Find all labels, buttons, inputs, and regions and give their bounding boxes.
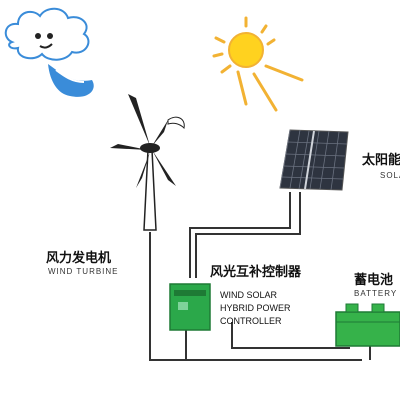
solar-panel-icon	[279, 129, 349, 191]
solar-label-zh: 太阳能	[361, 152, 400, 168]
battery-icon	[335, 303, 400, 347]
wind-turbine-label-zh: 风力发电机	[46, 250, 111, 266]
battery-label-en: BATTERY	[354, 289, 397, 298]
sun-icon	[212, 16, 304, 112]
controller-label-en-line3: CONTROLLER	[220, 316, 282, 326]
controller-label-en-line2: HYBRID POWER	[220, 303, 291, 313]
controller-box-icon	[169, 283, 211, 331]
wind-turbine-label-en: WIND TURBINE	[48, 267, 119, 276]
solar-label-en: SOLAR	[380, 171, 400, 180]
controller-label-en-line1: WIND SOLAR	[220, 290, 278, 300]
wind-turbine-icon	[110, 94, 185, 231]
wiring	[149, 192, 371, 361]
controller-label-zh: 风光互补控制器	[210, 264, 302, 280]
smiling-cloud-icon	[4, 7, 94, 97]
battery-label-zh: 蓄电池	[354, 272, 393, 288]
